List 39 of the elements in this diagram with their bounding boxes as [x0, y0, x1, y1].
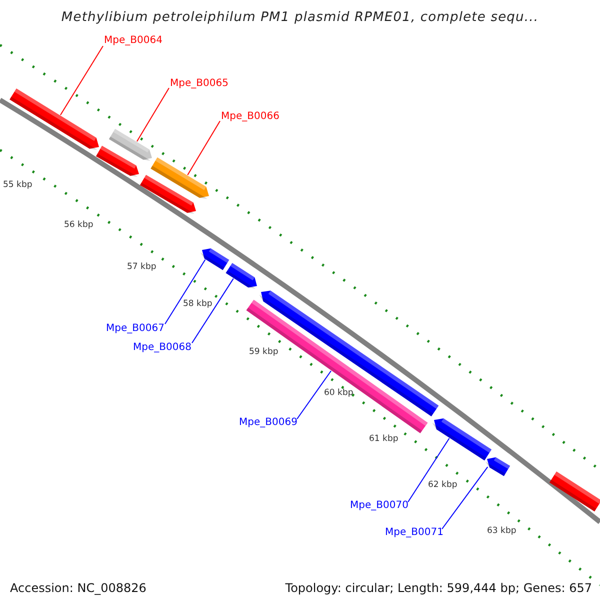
gene-feature	[226, 262, 257, 289]
scale-label: 57 kbp	[127, 262, 156, 272]
gene-feature	[259, 290, 439, 416]
scale-label: 62 kbp	[428, 480, 458, 490]
scale-label: 55 kbp	[3, 180, 32, 190]
gene-feature	[140, 174, 196, 214]
gene-label: Mpe_B0069	[239, 417, 298, 429]
gene-feature	[432, 418, 492, 460]
gene-feature	[108, 128, 152, 161]
gene-label: Mpe_B0064	[104, 35, 162, 47]
leader-line	[164, 259, 206, 324]
gene-label: Mpe_B0071	[385, 527, 444, 539]
gene-label: Mpe_B0067	[106, 323, 164, 335]
scale-label: 61 kbp	[369, 434, 398, 444]
leader-line	[187, 120, 220, 176]
gene-feature	[200, 248, 230, 270]
leader-line	[408, 438, 450, 502]
leader-line	[60, 46, 104, 116]
gene-label: Mpe_B0065	[170, 78, 228, 90]
scale-label: 59 kbp	[249, 347, 278, 357]
title: Methylibium petroleiphilum PM1 plasmid RPME01, complete sequ...	[60, 10, 540, 25]
gene-label: Mpe_B0066	[221, 111, 280, 123]
leader-line	[296, 370, 332, 420]
gene-feature	[10, 88, 99, 150]
gene-feature	[150, 157, 209, 199]
leader-line	[136, 88, 170, 142]
gene-feature	[96, 146, 139, 177]
gene-feature	[485, 457, 510, 476]
leader-line	[442, 466, 488, 530]
leader-line	[192, 278, 234, 344]
scale-label: 63 kbp	[487, 526, 516, 536]
scale-label: 58 kbp	[183, 299, 212, 309]
info-text: Accession: NC_008826	[10, 581, 146, 595]
gene-label: Mpe_B0070	[350, 500, 408, 512]
info-text: Topology: circular; Length: 599,444 bp; Genes: 657	[285, 581, 592, 595]
gene-feature	[549, 472, 600, 512]
scale-label: 56 kbp	[64, 220, 94, 230]
gene-label: Mpe_B0068	[133, 342, 192, 354]
scale-label: 60 kbp	[324, 388, 354, 398]
